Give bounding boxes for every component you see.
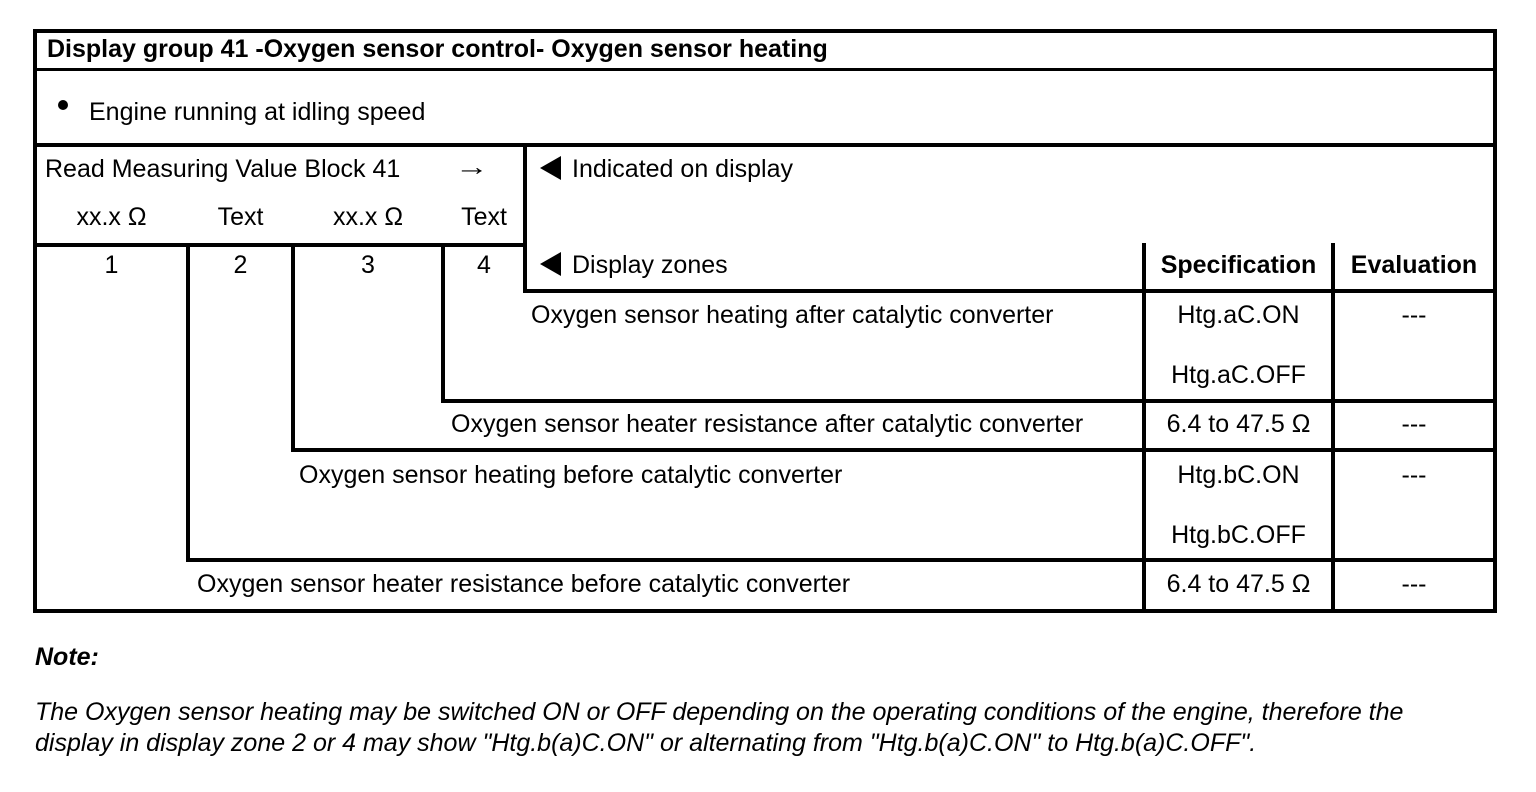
row-spec-value: 6.4 to 47.5 Ω	[1166, 570, 1311, 598]
zone-number-3: 3	[361, 251, 375, 279]
row-spec-value: Htg.bC.ON	[1177, 461, 1300, 489]
zone1-divider	[186, 243, 190, 562]
specification-header: Specification	[1160, 251, 1317, 279]
display-zones-callout: Display zones	[572, 251, 728, 279]
format-zone2: Text	[217, 203, 264, 231]
title-separator	[33, 68, 1497, 71]
bullet-icon	[58, 100, 68, 110]
note-text-line: display in display zone 2 or 4 may show …	[35, 729, 1257, 757]
format-zone1: xx.x Ω	[76, 203, 147, 231]
row-description: Oxygen sensor heater resistance after ca…	[451, 410, 1084, 438]
note-text-line: The Oxygen sensor heating may be switche…	[35, 698, 1404, 726]
table-border-right	[1493, 29, 1497, 613]
row-eval-value: ---	[1401, 410, 1427, 438]
row-divider	[186, 558, 1497, 562]
page-title: Display group 41 -Oxygen sensor control-…	[47, 35, 828, 63]
table-border-left	[33, 29, 37, 613]
evaluation-column-left	[1331, 243, 1335, 613]
table-border-top	[33, 29, 1497, 33]
condition-text: Engine running at idling speed	[89, 98, 426, 126]
format-zone4: Text	[461, 203, 507, 231]
row-divider	[441, 399, 1497, 403]
header-row-bottom	[523, 289, 1497, 293]
arrow-right-icon: →	[455, 153, 489, 181]
specification-column-left	[1142, 243, 1146, 613]
row-eval-value: ---	[1401, 570, 1427, 598]
instruction-text: Read Measuring Value Block 41	[45, 155, 401, 183]
row-spec-value: 6.4 to 47.5 Ω	[1166, 410, 1311, 438]
zone-number-1: 1	[104, 251, 119, 279]
row-divider	[291, 448, 1497, 452]
left-pointer-icon	[540, 156, 561, 180]
note-label: Note:	[35, 643, 99, 671]
table-border-bottom	[33, 609, 1497, 613]
row-spec-value: Htg.aC.ON	[1177, 301, 1300, 329]
row-description: Oxygen sensor heating before catalytic c…	[299, 461, 843, 489]
indicated-on-display-callout: Indicated on display	[572, 155, 793, 183]
row-description: Oxygen sensor heater resistance before c…	[197, 570, 851, 598]
row-spec-value: Htg.aC.OFF	[1171, 361, 1306, 389]
zone2-divider	[291, 243, 295, 452]
instruction-box-right	[523, 143, 527, 293]
evaluation-header: Evaluation	[1350, 251, 1478, 279]
zone-number-2: 2	[233, 251, 248, 279]
row-description: Oxygen sensor heating after catalytic co…	[531, 301, 1054, 329]
row-spec-value: Htg.bC.OFF	[1171, 521, 1306, 549]
format-zone3: xx.x Ω	[332, 203, 404, 231]
table-section-top	[33, 143, 1497, 147]
zone-number-4: 4	[477, 251, 491, 279]
row-eval-value: ---	[1401, 301, 1427, 329]
instruction-box-bottom	[33, 243, 527, 247]
row-eval-value: ---	[1401, 461, 1427, 489]
zone3-divider	[441, 243, 445, 403]
left-pointer-icon	[540, 252, 561, 276]
